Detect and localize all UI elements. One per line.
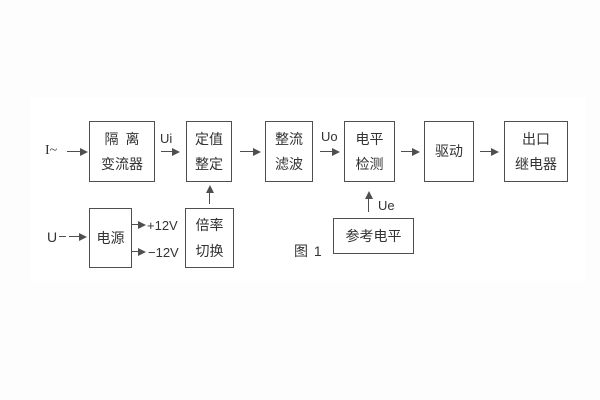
block-reference-level: 参考电平	[333, 218, 414, 254]
block-ratio-line1: 倍率	[195, 217, 224, 233]
block-drive: 驱动	[424, 121, 474, 182]
block-rectifier-line1: 整流	[275, 130, 303, 147]
block-isolation-line2: 变流器	[101, 155, 143, 172]
block-level-line2: 检测	[355, 155, 384, 172]
block-drive-label: 驱动	[435, 143, 463, 159]
label-input-voltage: U	[47, 229, 58, 245]
block-level-line1: 电平	[355, 130, 384, 147]
arrow-line	[67, 151, 81, 152]
block-isolation-line1: 隔 离	[104, 130, 140, 147]
arrow-line	[131, 224, 140, 225]
arrow-right-icon	[80, 148, 88, 156]
figure-caption: 图 1	[294, 243, 323, 259]
block-setting-line1: 定值	[195, 130, 223, 147]
arrow-line	[209, 193, 210, 204]
label-uo: Uo	[321, 129, 338, 144]
arrow-up-icon	[365, 191, 373, 199]
arrow-right-icon	[253, 148, 261, 156]
arrow-right-icon	[138, 248, 146, 256]
block-rectifier-filter: 整流 滤波	[265, 121, 313, 182]
label-minus-12v: −12V	[148, 245, 179, 260]
label-plus-12v: +12V	[147, 218, 178, 233]
arrow-line	[320, 151, 333, 152]
arrow-right-icon	[79, 233, 87, 241]
arrow-line	[69, 236, 80, 237]
block-power-label: 电源	[96, 229, 125, 246]
label-ui: Ui	[160, 131, 173, 146]
arrow-line	[131, 251, 140, 252]
arrow-line	[368, 199, 369, 212]
block-relay-line1: 出口	[522, 130, 550, 147]
block-setting-line2: 整定	[195, 155, 223, 172]
block-level-detection: 电平 检测	[344, 121, 395, 182]
arrow-right-icon	[138, 221, 146, 229]
block-power-supply: 电源	[89, 208, 132, 268]
block-relay-line2: 继电器	[515, 155, 557, 172]
block-ratio-switch: 倍率 切换	[185, 208, 234, 268]
arrow-right-icon	[332, 148, 340, 156]
arrow-right-icon	[172, 148, 180, 156]
block-rectifier-line2: 滤波	[275, 155, 303, 172]
arrow-line	[161, 151, 173, 152]
block-setting-adjust: 定值 整定	[186, 121, 232, 182]
block-reference-label: 参考电平	[345, 227, 402, 244]
label-ue: Ue	[378, 198, 395, 213]
arrow-dash	[59, 236, 66, 237]
block-output-relay: 出口 继电器	[504, 121, 568, 182]
block-isolation-converter: 隔 离 变流器	[89, 121, 155, 182]
arrow-up-icon	[206, 185, 214, 193]
arrow-right-icon	[491, 148, 499, 156]
arrow-line	[240, 151, 254, 152]
arrow-right-icon	[412, 148, 420, 156]
arrow-line	[480, 151, 492, 152]
label-input-current: I~	[45, 143, 58, 158]
arrow-line	[401, 151, 413, 152]
block-ratio-line2: 切换	[195, 243, 224, 259]
